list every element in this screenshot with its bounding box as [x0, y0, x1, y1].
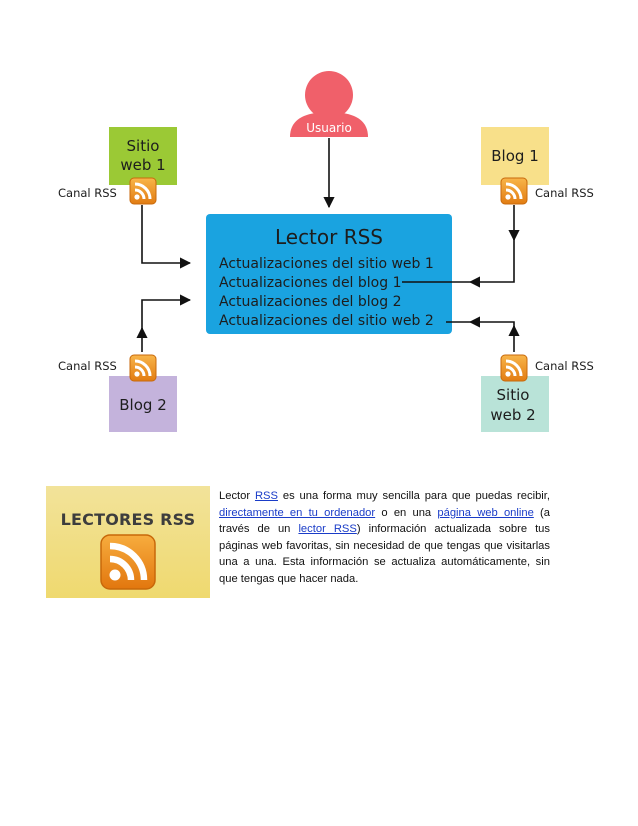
svg-text:web 2: web 2 [490, 406, 535, 424]
feed-label-blog-2: Canal RSS [58, 359, 117, 373]
text-part: es una forma muy sencilla para que pueda… [277, 490, 550, 502]
reader-line-3: Actualizaciones del blog 2 [219, 294, 402, 310]
rss-icon-blog-2 [128, 353, 158, 383]
text-part: (a través de un [219, 506, 551, 536]
svg-text:Blog 2: Blog 2 [119, 396, 166, 414]
source-blog-1: Blog 1 [481, 127, 549, 185]
rss-icon-site-2 [499, 353, 529, 383]
link-directamente-ordenador[interactable]: directamente en tu ordenador [219, 506, 376, 519]
rss-feed-icon [100, 534, 156, 590]
user-head [305, 71, 353, 119]
feed-label-blog-1: Canal RSS [535, 186, 594, 200]
text-part: ) información actualizada sobre tus pági… [219, 523, 550, 585]
svg-text:Sitio: Sitio [127, 137, 160, 155]
arrow-blog-1 [468, 238, 515, 288]
arrow-site-1 [141, 205, 192, 269]
lectores-rss-logo: LECTORES RSS [46, 486, 210, 598]
user-node: Usuario [290, 71, 368, 137]
link-pagina-web-online[interactable]: página web online [437, 506, 534, 519]
source-site-1: Sitio web 1 [109, 127, 177, 185]
reader-line-4: Actualizaciones del sitio web 2 [219, 313, 434, 329]
source-site-2: Sitio web 2 [481, 376, 549, 432]
svg-text:web 1: web 1 [120, 156, 165, 174]
user-label: Usuario [306, 121, 352, 135]
text-part: Lector [219, 490, 255, 502]
svg-text:Blog 1: Blog 1 [491, 147, 538, 165]
feed-label-site-2: Canal RSS [535, 359, 594, 373]
svg-text:Sitio: Sitio [497, 386, 530, 404]
reader-title: Lector RSS [275, 225, 383, 249]
arrow-blog-2 [141, 294, 192, 330]
feed-label-site-1: Canal RSS [58, 186, 117, 200]
reader-rect [206, 214, 452, 334]
reader-box: Lector RSS Actualizaciones del sitio web… [206, 214, 452, 334]
source-blog-2: Blog 2 [109, 376, 177, 432]
user-body [290, 112, 368, 137]
link-rss[interactable]: RSS [254, 490, 278, 502]
rss-diagram: Usuario Lector RSS Actualizaciones del s… [58, 71, 594, 432]
description-paragraph: Lector RSS es una forma muy sencilla par… [219, 488, 550, 588]
reader-line-1: Actualizaciones del sitio web 1 [219, 256, 434, 272]
rss-icon-blog-1 [499, 176, 529, 206]
link-lector-rss[interactable]: lector RSS [298, 523, 357, 536]
reader-line-2: Actualizaciones del blog 1 [219, 275, 402, 291]
rss-icon-site-1 [128, 176, 158, 206]
text-part: o en una [375, 506, 438, 519]
logo-text: LECTORES RSS [60, 510, 196, 529]
arrow-site-2 [468, 316, 515, 328]
